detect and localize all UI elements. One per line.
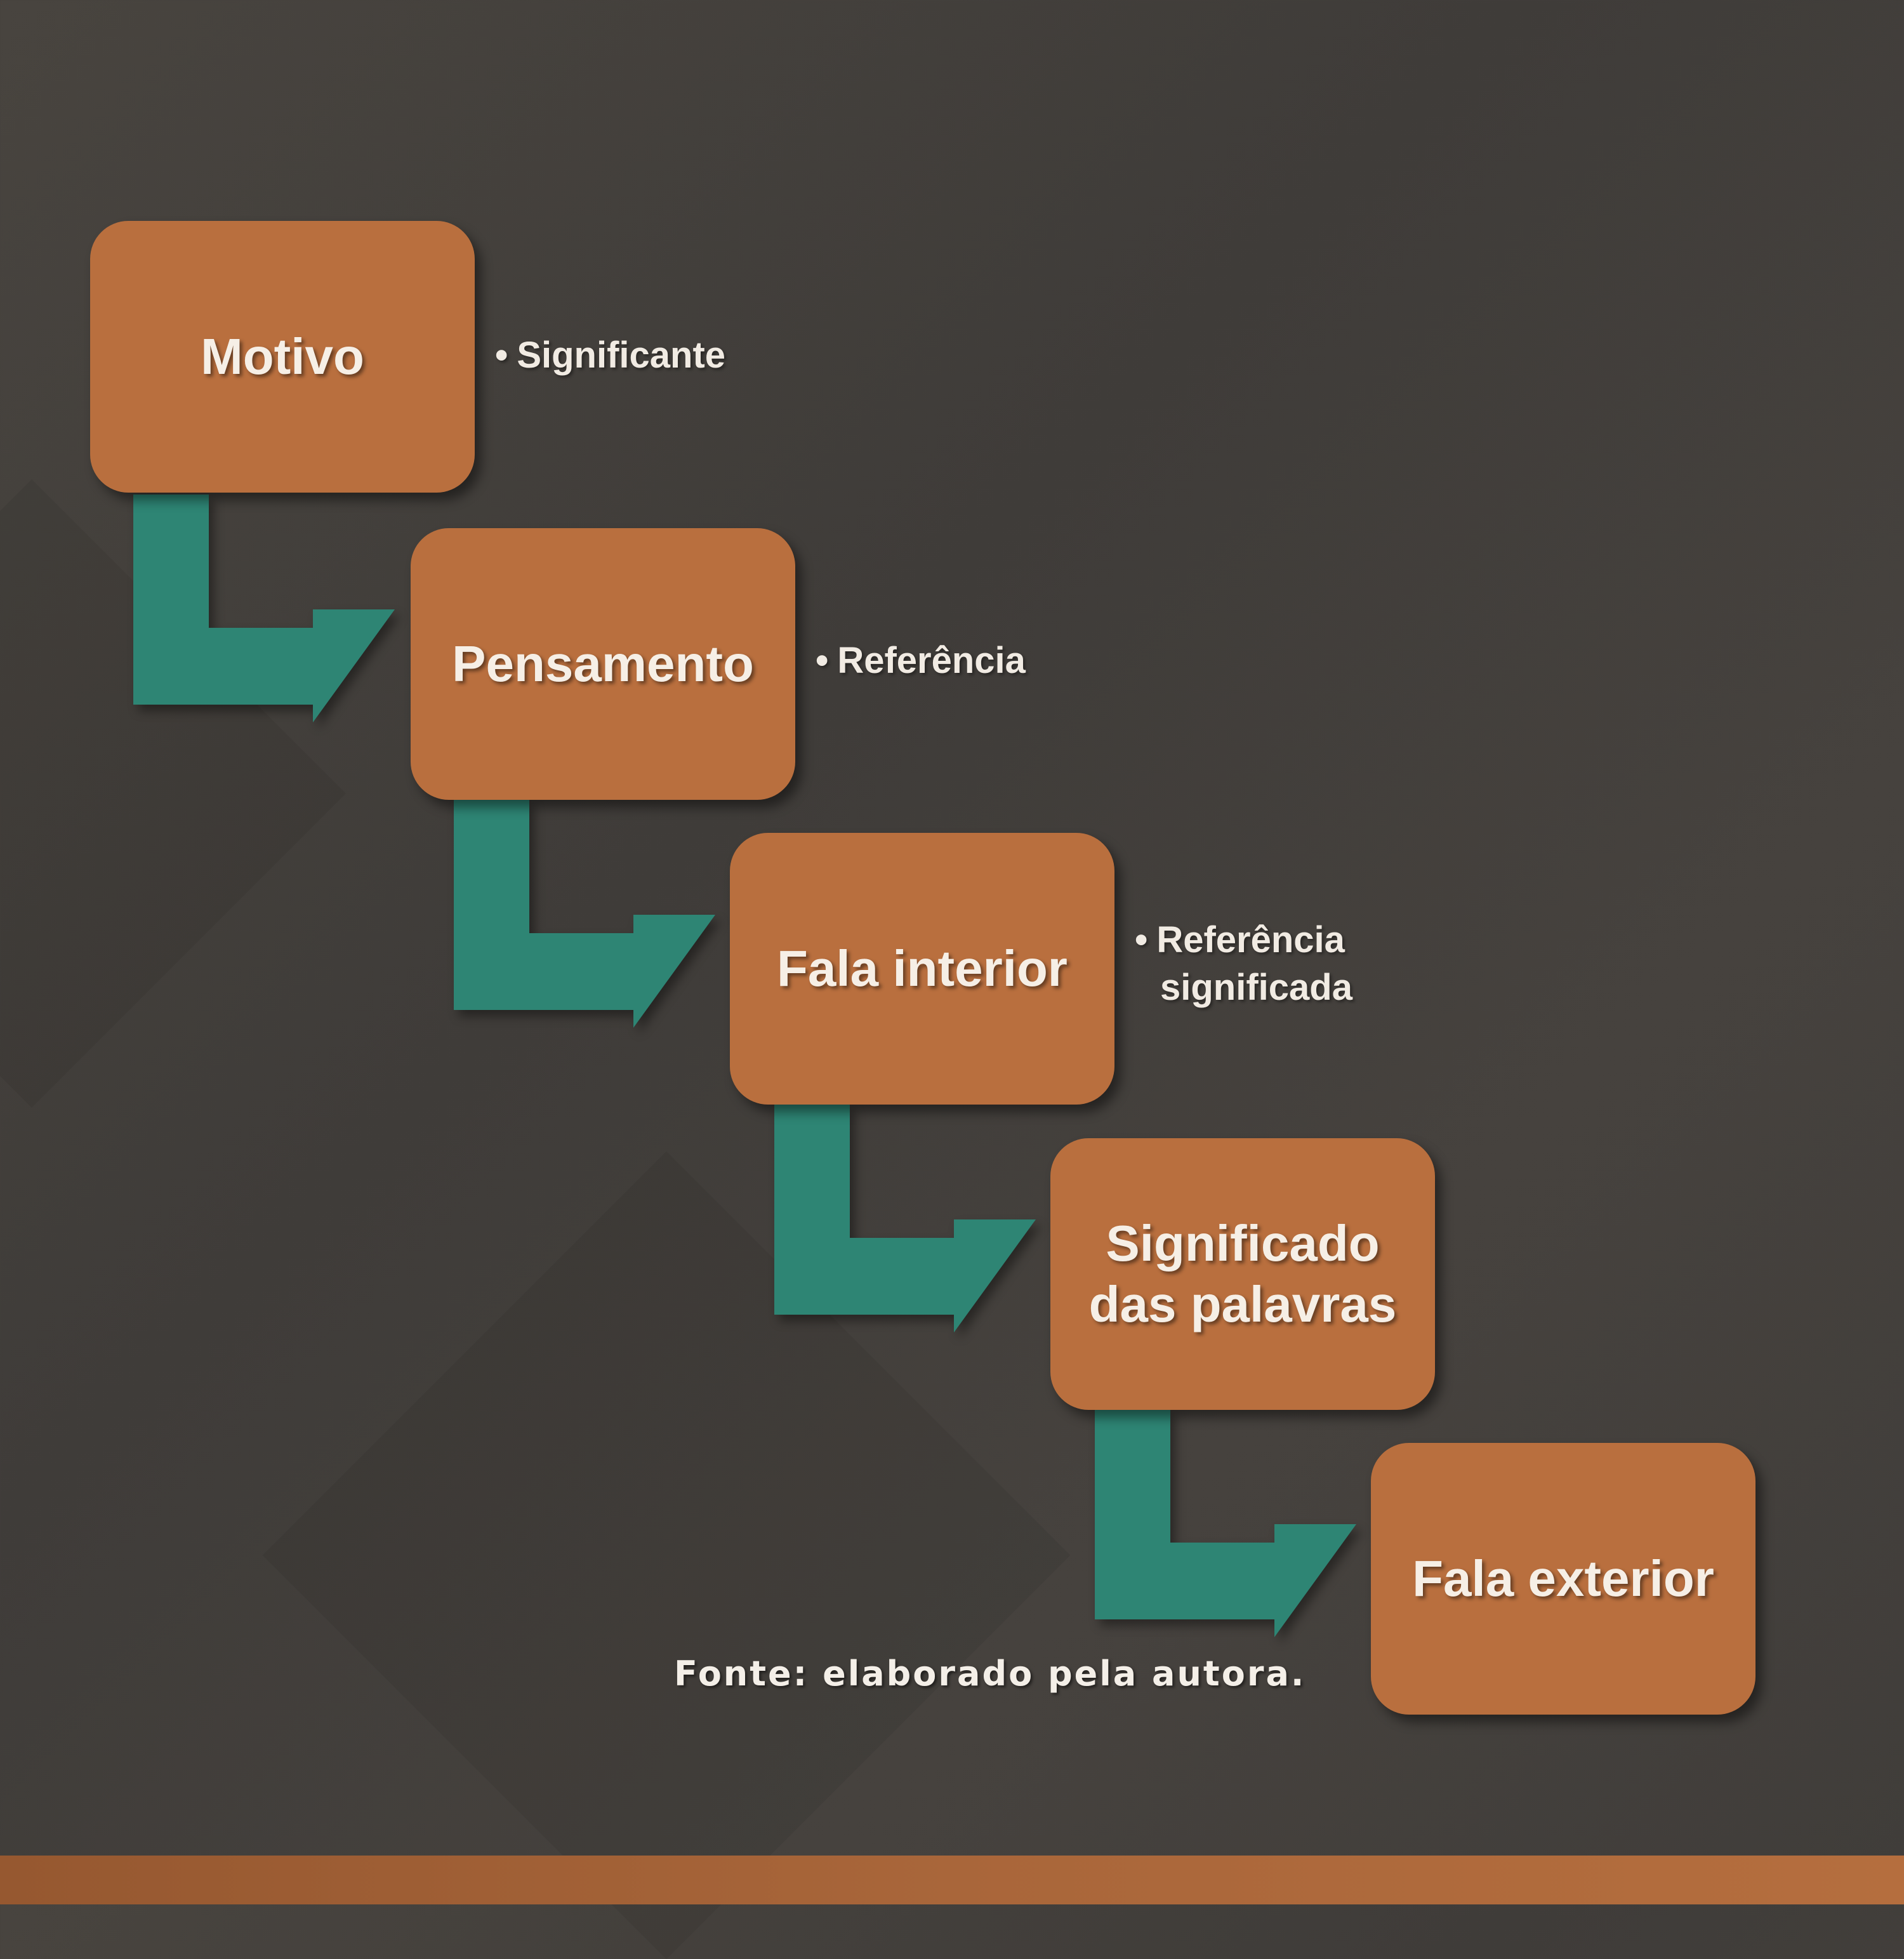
note-referencia-significada: •Referência significada <box>1135 916 1352 1012</box>
note-text: Referência <box>837 640 1026 681</box>
arrow-4 <box>1095 1409 1356 1637</box>
source-caption: Fonte: elaborado pela autora. <box>674 1654 1306 1694</box>
step-box-pensamento: Pensamento <box>411 528 795 800</box>
step-box-fala-interior: Fala interior <box>730 833 1114 1105</box>
step-box-fala-exterior: Fala exterior <box>1371 1443 1755 1715</box>
bullet-icon: • <box>1135 919 1148 960</box>
step-title: Pensamento <box>452 635 754 692</box>
bullet-icon: • <box>816 640 829 681</box>
step-title-line: Significado <box>1106 1215 1380 1272</box>
note-text: significada <box>1160 967 1352 1009</box>
note-referencia: •Referência <box>816 637 1026 684</box>
step-box-motivo: Motivo <box>90 221 475 493</box>
step-title: Fala interior <box>777 940 1068 997</box>
arrow-2 <box>454 800 715 1028</box>
note-text: Significante <box>517 335 726 376</box>
step-title: Motivo <box>201 328 364 385</box>
arrow-3 <box>774 1105 1036 1332</box>
note-significante: •Significante <box>495 331 725 379</box>
bullet-icon: • <box>495 335 508 376</box>
step-title-line: das palavras <box>1088 1276 1397 1332</box>
footer-bar <box>0 1856 1904 1904</box>
step-title: Fala exterior <box>1412 1550 1714 1607</box>
note-text: Referência <box>1156 919 1345 960</box>
step-box-significado: Significado das palavras <box>1050 1138 1435 1410</box>
arrow-1 <box>133 495 395 722</box>
